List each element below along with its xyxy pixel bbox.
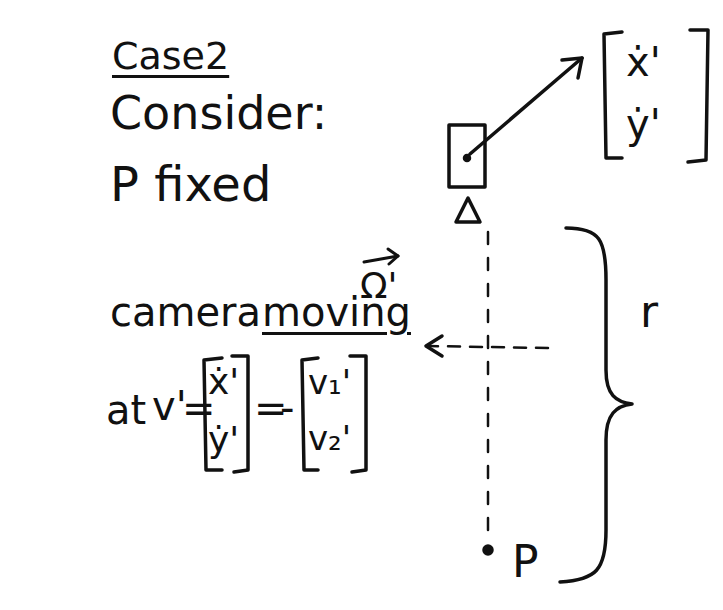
sight-line (487, 232, 490, 542)
matrix-entry: v₂' (308, 420, 351, 457)
note-text: at (106, 388, 146, 432)
matrix-entry: ẋ' (208, 362, 239, 402)
camera-lens (456, 198, 480, 222)
matrix-bracket (604, 32, 622, 158)
rotation-arrow (428, 346, 548, 348)
symbol: - (280, 386, 294, 430)
matrix-entry: ẏ' (626, 102, 661, 146)
camera-dot (465, 156, 470, 161)
matrix-entry: ẏ' (208, 420, 239, 460)
symbol: r (640, 288, 658, 336)
matrix-entry: ẋ' (626, 40, 661, 84)
camera-body (449, 125, 485, 187)
point-label: P (512, 538, 539, 586)
brace (560, 228, 632, 582)
heading: Case2 (112, 36, 229, 78)
note-text: camera (110, 290, 261, 334)
note-text: P fixed (110, 158, 271, 211)
point-p (484, 546, 492, 554)
symbol: v' (152, 384, 187, 428)
matrix-bracket (350, 356, 366, 472)
symbol: Ω' (360, 266, 397, 306)
matrix-bracket (688, 30, 708, 162)
arrow-head (426, 336, 442, 356)
matrix-entry: v₁' (308, 364, 351, 401)
arrow-head (388, 249, 398, 264)
velocity-arrow (470, 58, 582, 154)
note-text: Consider: (110, 88, 327, 139)
arrow-head (562, 58, 582, 78)
